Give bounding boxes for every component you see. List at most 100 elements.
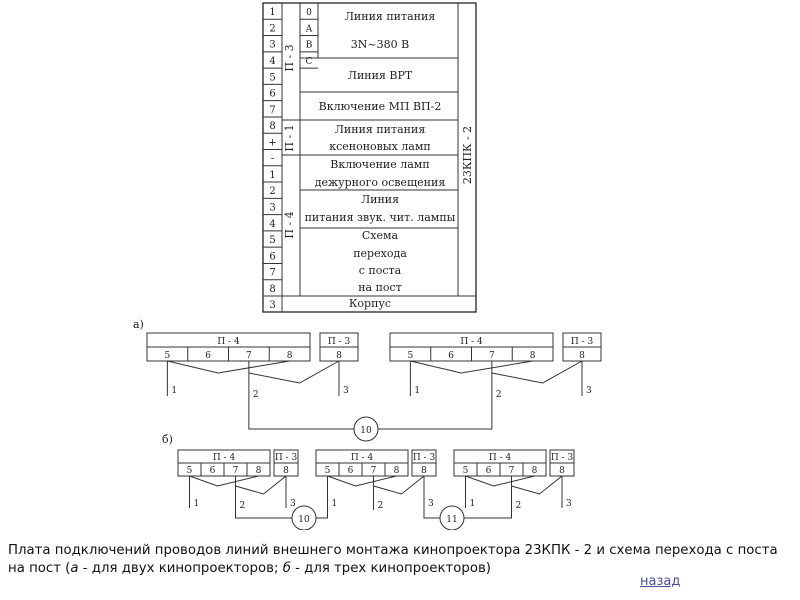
- p4-pin-label: 7: [246, 351, 252, 361]
- pin-label: 5: [269, 235, 275, 246]
- pin-label: 1: [269, 170, 275, 181]
- function-vrt-line: Линия ВРТ: [348, 69, 413, 82]
- wire-label-2: 2: [378, 501, 384, 511]
- p4-pin-label: 7: [371, 466, 377, 476]
- node-10-label: 10: [360, 426, 372, 436]
- wire-label-1: 1: [194, 499, 200, 509]
- p4-label: П - 4: [213, 453, 236, 463]
- node-10-label: 10: [298, 515, 310, 525]
- pin-label: 2: [269, 23, 275, 34]
- p4-pin-label: 5: [187, 466, 193, 476]
- pin-label: 7: [269, 268, 275, 279]
- p4-label: П - 4: [489, 453, 512, 463]
- p4-pin-label: 6: [210, 466, 216, 476]
- wire-label-1: 1: [470, 499, 476, 509]
- caption-text-1: Плата подключений проводов линий внешнег…: [8, 543, 778, 576]
- wire-label-2: 2: [253, 390, 259, 400]
- p3-label: П - 3: [328, 337, 351, 347]
- case-label: Корпус: [349, 297, 391, 310]
- p4-pin-label: 5: [463, 466, 469, 476]
- function-sound-2: питания звук. чит. лампы: [305, 211, 456, 224]
- p4-pin-label: 6: [448, 351, 454, 361]
- p3-label: П - 3: [413, 453, 436, 463]
- caption-letter-a: а: [70, 561, 79, 576]
- back-link[interactable]: назад: [640, 574, 681, 589]
- caption-text-3: - для трех кинопроекторов): [290, 561, 491, 576]
- p3-label: П - 3: [571, 337, 594, 347]
- function-power-line: Линия питания: [345, 10, 436, 23]
- wire-label-3: 3: [586, 386, 592, 396]
- wire-label-3: 3: [428, 499, 434, 509]
- connector-p3-label: П - 3: [283, 44, 296, 71]
- function-transfer-1: Схема: [362, 229, 399, 242]
- pin-label: 4: [269, 219, 275, 230]
- p4-label: П - 4: [460, 337, 483, 347]
- wire-label-1: 1: [332, 499, 338, 509]
- function-transfer-2: перехода: [353, 247, 407, 260]
- phase-label: A: [305, 24, 313, 34]
- pin-label: 3: [269, 202, 275, 213]
- pin-label: 7: [269, 105, 275, 116]
- function-xenon-2: ксеноновых ламп: [329, 140, 431, 153]
- wire-label-3: 3: [566, 499, 572, 509]
- function-sound-1: Линия: [361, 193, 399, 206]
- p4-pin-label: 8: [256, 466, 262, 476]
- p4-pin-label: 5: [165, 351, 171, 361]
- pin-label: 6: [269, 251, 275, 262]
- pin-label: 3: [269, 40, 275, 51]
- phase-label: 0: [306, 8, 312, 18]
- function-standby-1: Включение ламп: [330, 158, 429, 171]
- p4-pin-label: 6: [486, 466, 492, 476]
- caption-letter-b: б: [282, 561, 291, 576]
- pin-label: 6: [269, 89, 275, 100]
- function-transfer-4: на пост: [358, 281, 402, 294]
- p4-pin-label: 7: [233, 466, 239, 476]
- scheme-b-diagram: П - 4 5 6 7 8 П - 3 8 1 2 3 П - 4 5 6 7 8 П - 3 8 1 2 3 П - …: [177, 449, 575, 530]
- pin-label: 3: [269, 300, 275, 311]
- p3-pin-label: 8: [579, 351, 585, 361]
- p4-pin-label: 7: [509, 466, 515, 476]
- wire-label-1: 1: [414, 386, 420, 396]
- board-label: 23КПК - 2: [461, 126, 474, 184]
- function-transfer-3: с поста: [359, 264, 402, 277]
- p4-label: П - 4: [217, 337, 240, 347]
- connector-p1-label: П - 1: [283, 124, 296, 151]
- wire-label-2: 2: [516, 501, 522, 511]
- p3-pin-label: 8: [283, 466, 289, 476]
- p4-label: П - 4: [351, 453, 374, 463]
- pin-label: 8: [269, 284, 275, 295]
- p4-pin-label: 5: [408, 351, 414, 361]
- p3-pin-label: 8: [336, 351, 342, 361]
- wire-label-3: 3: [290, 499, 296, 509]
- scheme-b-label: б): [162, 433, 173, 446]
- pin-label: -: [271, 154, 274, 165]
- p4-pin-label: 8: [394, 466, 400, 476]
- p4-pin-label: 6: [348, 466, 354, 476]
- p3-pin-label: 8: [421, 466, 427, 476]
- p4-pin-label: 7: [489, 351, 495, 361]
- pin-label: 2: [269, 186, 275, 197]
- function-standby-2: дежурного освещения: [315, 176, 446, 189]
- wire-label-3: 3: [343, 386, 349, 396]
- caption-text-2: - для двух кинопроекторов;: [78, 561, 283, 576]
- p3-pin-label: 8: [559, 466, 565, 476]
- wire-label-2: 2: [496, 390, 502, 400]
- function-voltage: 3N~380 В: [351, 38, 409, 51]
- phase-label: C: [306, 57, 313, 67]
- pin-label: 8: [269, 121, 275, 132]
- node-11-label: 11: [446, 515, 457, 525]
- pin-label: 1: [269, 7, 275, 18]
- p3-label: П - 3: [551, 453, 574, 463]
- p4-pin-label: 6: [205, 351, 211, 361]
- phase-label: B: [306, 41, 313, 51]
- p4-pin-label: 8: [530, 351, 536, 361]
- figure-caption: Плата подключений проводов линий внешнег…: [8, 542, 794, 578]
- connector-p4-label: П - 4: [283, 211, 296, 238]
- p4-pin-label: 5: [325, 466, 331, 476]
- wire-label-2: 2: [240, 501, 246, 511]
- pin-label: 5: [269, 72, 275, 83]
- function-xenon-1: Линия питания: [335, 123, 426, 136]
